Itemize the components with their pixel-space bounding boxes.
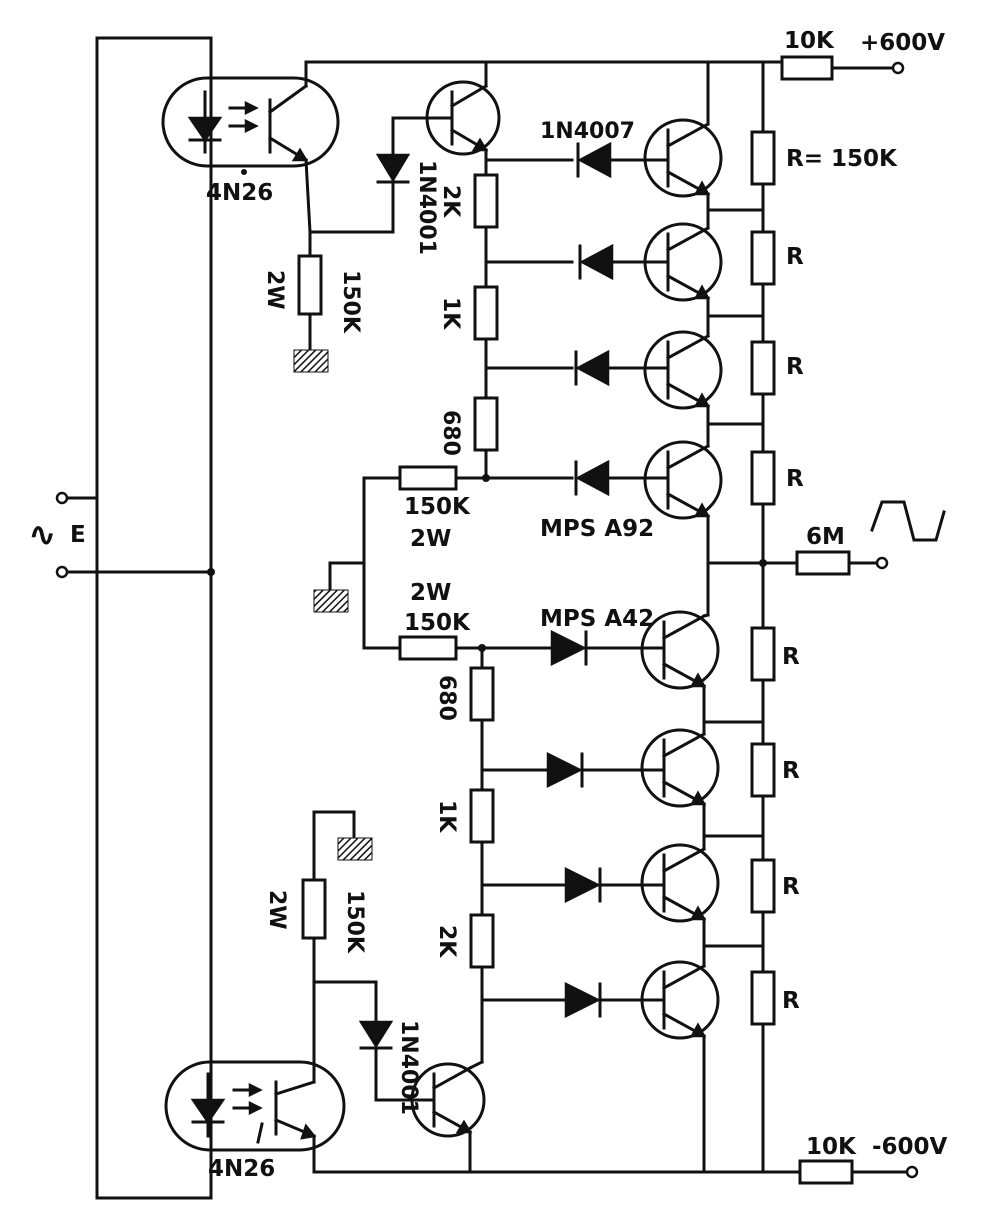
input-terminal-top[interactable] [55, 491, 69, 505]
svg-text:150K: 150K [342, 890, 367, 954]
supply-positive: 10K +600V [780, 28, 945, 81]
ac-input: ∿ E [28, 491, 215, 579]
svg-text:680: 680 [434, 675, 459, 721]
divider-bottom: 680 1K 2K [434, 646, 495, 1064]
balancing-resistors: R= 150K R R R R R R R [702, 60, 898, 1174]
optocoupler-bottom-label: 4N26 [208, 1156, 275, 1182]
isolation-frame [95, 36, 213, 1200]
transistor-top-label: MPS A92 [540, 516, 654, 542]
transistor-driver-bottom [410, 1062, 486, 1138]
stack-bottom: MPS A42 [480, 606, 720, 1174]
svg-text:2W: 2W [262, 270, 287, 310]
svg-text:2K: 2K [434, 925, 459, 958]
resistor-150k-bottom-load: 150K 2W [264, 878, 367, 954]
svg-text:10K: 10K [784, 28, 835, 54]
svg-text:2W: 2W [410, 526, 451, 552]
svg-text:2K: 2K [438, 185, 463, 218]
input-label-e: E [70, 522, 86, 548]
svg-text:680: 680 [438, 410, 463, 456]
square-wave-icon [870, 500, 946, 542]
resistor-150k-input-top: 150K 2W [362, 465, 488, 552]
svg-text:-600V: -600V [872, 1134, 948, 1160]
resistor-150k-top-load: 150K 2W [262, 254, 363, 373]
svg-text:1K: 1K [434, 800, 459, 833]
optocoupler-top: 4N26 [161, 76, 340, 206]
svg-text:+600V: +600V [860, 30, 945, 56]
transistor-bottom-label: MPS A42 [540, 606, 654, 632]
svg-text:1N4001: 1N4001 [414, 160, 439, 255]
ground-top-left [293, 349, 329, 373]
divider-top: 2K 1K 680 [438, 173, 499, 480]
input-terminal-bottom[interactable] [55, 565, 69, 579]
svg-text:2W: 2W [410, 580, 451, 606]
svg-text:R: R [782, 874, 800, 900]
svg-text:1K: 1K [438, 297, 463, 330]
svg-text:R: R [786, 466, 804, 492]
ground-center [313, 589, 349, 613]
optocoupler-bottom: 4N26 [164, 1060, 346, 1182]
svg-text:R: R [782, 988, 800, 1014]
ground-bottom-left [337, 837, 373, 861]
svg-text:150K: 150K [404, 494, 471, 520]
svg-text:10K: 10K [806, 1134, 857, 1160]
svg-text:R: R [786, 244, 804, 270]
resistor-150k-input-bottom: 2W 150K [362, 580, 554, 661]
svg-text:R: R [782, 644, 800, 670]
output-6m: 6M [761, 500, 946, 576]
supply-negative: 10K -600V [312, 1134, 948, 1185]
stack-top: MPS A92 1N4007 [484, 60, 723, 617]
diode-1n4001-top: 1N4001 [375, 153, 439, 255]
transistor-driver-top [425, 80, 501, 156]
output-terminal[interactable] [875, 556, 889, 570]
terminal-pos-600v[interactable] [891, 61, 905, 75]
svg-text:6M: 6M [806, 524, 845, 550]
svg-text:2W: 2W [264, 890, 289, 930]
svg-text:R: R [786, 354, 804, 380]
ac-symbol: ∿ [28, 515, 57, 555]
label-r-equals: R= 150K [786, 146, 898, 172]
svg-text:R: R [782, 758, 800, 784]
optocoupler-top-label: 4N26 [206, 180, 273, 206]
svg-text:150K: 150K [404, 610, 471, 636]
terminal-neg-600v[interactable] [905, 1165, 919, 1179]
svg-text:150K: 150K [338, 270, 363, 334]
diode-1n4007-label: 1N4007 [540, 119, 635, 144]
